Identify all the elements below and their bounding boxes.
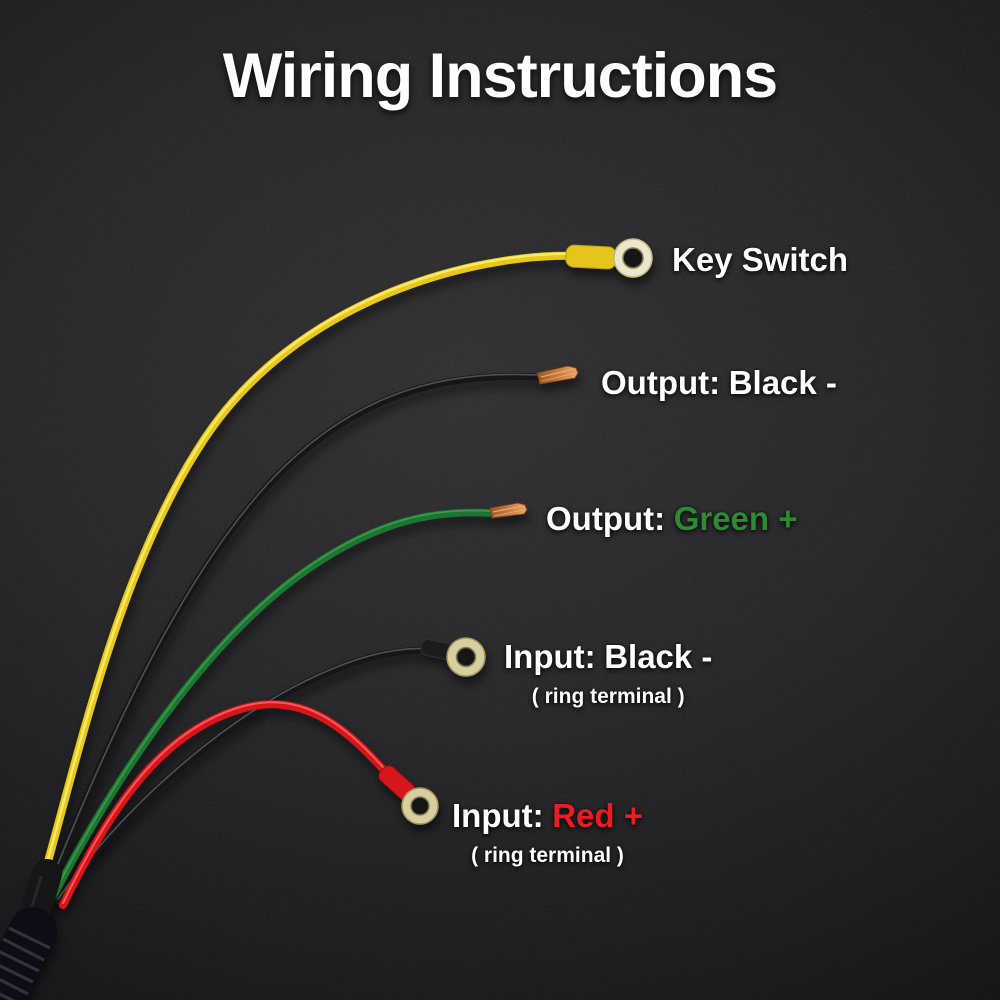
stripped-copper-tip-output-green	[489, 502, 528, 519]
label-value: Black -	[728, 364, 837, 401]
wire-output-green	[49, 502, 528, 901]
label-prefix: Output:	[601, 364, 721, 401]
label-subtext: ( ring terminal )	[531, 685, 685, 708]
label-prefix: Output:	[546, 500, 666, 537]
ring-terminal-key-switch	[613, 238, 653, 278]
label-prefix: Input:	[452, 797, 544, 834]
label-text: Key Switch	[672, 241, 849, 278]
label-subtext: ( ring terminal )	[471, 844, 624, 867]
wire-label-key-switch: Key Switch	[672, 240, 848, 280]
stripped-copper-tip-output-black	[536, 365, 579, 385]
wire-input-red	[59, 700, 439, 909]
wire-label-output-black: Output:Black -	[601, 363, 837, 403]
wire-label-input-black: Input:Black - ( ring terminal )	[504, 637, 712, 709]
page-title: Wiring Instructions	[222, 41, 778, 111]
label-value: Black -	[604, 638, 713, 675]
label-prefix: Input:	[504, 638, 596, 675]
wire-label-output-green: Output:Green +	[546, 499, 798, 539]
wire-key-switch	[36, 238, 653, 894]
ring-terminal-input-black	[446, 637, 486, 677]
wire-label-input-red: Input:Red + ( ring terminal )	[452, 796, 643, 868]
label-value: Green +	[673, 500, 798, 537]
wire-input-black	[54, 637, 486, 905]
wire-output-black	[43, 365, 579, 897]
corrugated-loom-tube	[0, 907, 57, 1000]
label-value: Red +	[552, 797, 643, 834]
ring-terminal-input-red	[401, 787, 439, 825]
